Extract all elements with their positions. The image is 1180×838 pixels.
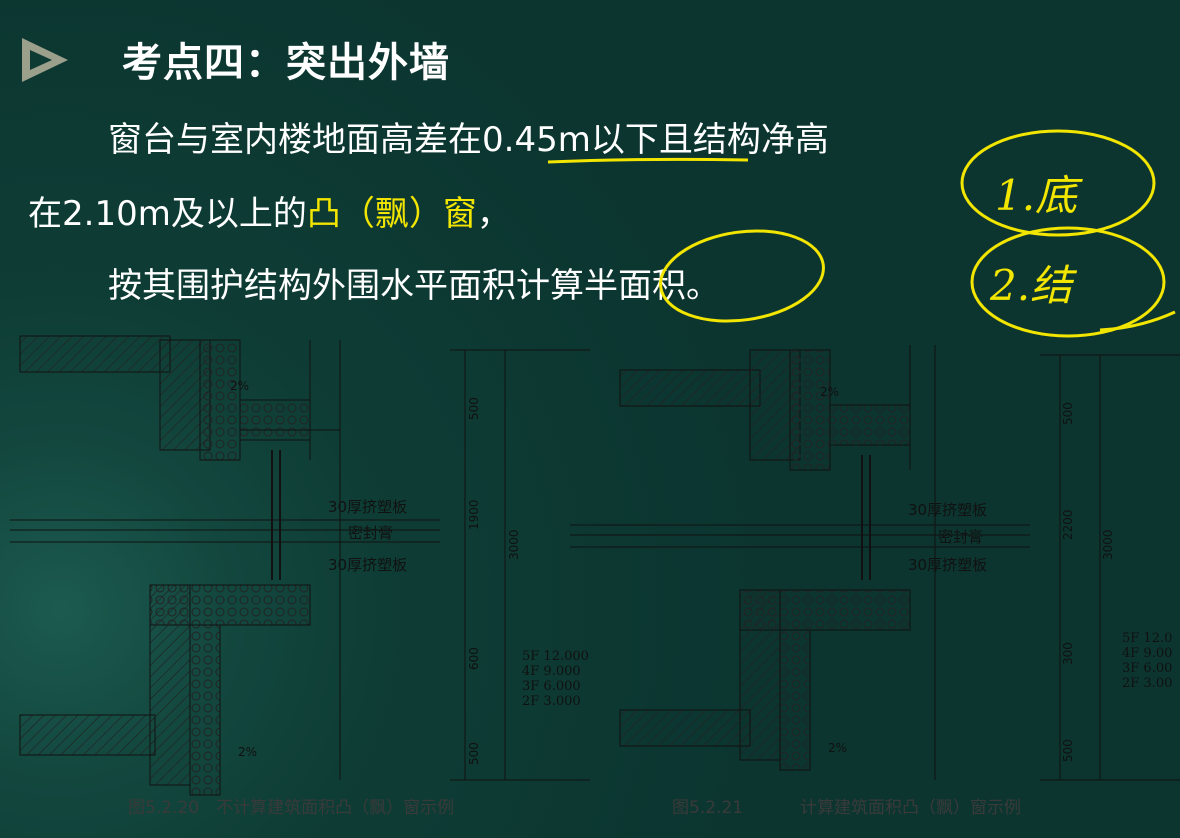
circle-note-2 <box>970 226 1166 338</box>
left-label-board-bottom: 30厚挤塑板 <box>328 556 407 574</box>
circle-note-1 <box>960 129 1156 237</box>
right-dim-3: 300 <box>1061 642 1075 665</box>
text-line-2b: ， <box>476 194 511 234</box>
left-top-foam <box>199 339 241 461</box>
text-line-2: 在2.10m及以上的凸（飘）窗， <box>28 186 511 235</box>
left-elev-3f: 3F 6.000 <box>522 679 581 694</box>
right-dim-4: 500 <box>1061 739 1075 762</box>
drawings-svg: 30厚挤塑板 密封膏 30厚挤塑板 2% 2% 500 1900 3000 60… <box>10 335 1180 796</box>
handwriting-layer: 1.底 2.结 <box>547 129 1176 338</box>
slide-title: 考点四：突出外墙 <box>122 40 450 86</box>
right-top-foam <box>789 349 831 471</box>
right-dim-total: 3000 <box>1101 529 1115 560</box>
text-line-1b: 0.45m以下 <box>482 120 659 160</box>
note-tail <box>1099 310 1176 332</box>
text-line-2a: 在2.10m及以上的 <box>28 194 307 234</box>
right-sill-top <box>829 404 911 446</box>
left-sill-top <box>239 399 311 441</box>
right-elev-5f: 5F 12.0 <box>1122 631 1172 646</box>
left-elev-2f: 2F 3.000 <box>522 694 581 709</box>
right-caption-text: 计算建筑面积凸（飘）窗示例 <box>800 798 1021 818</box>
right-slope-top: 2% <box>820 385 839 399</box>
left-dim-3: 600 <box>467 647 481 670</box>
right-elev-3f: 3F 6.00 <box>1122 661 1172 676</box>
right-label-seal: 密封膏 <box>938 528 983 546</box>
left-label-seal: 密封膏 <box>348 524 393 542</box>
right-bottom-slab <box>619 709 751 747</box>
left-dim-total: 3000 <box>507 529 521 560</box>
right-label-board-top: 30厚挤塑板 <box>908 501 987 519</box>
play-arrow-inner <box>30 50 52 70</box>
note-2: 2.结 <box>989 261 1078 310</box>
left-caption: 图5.2.20 不计算建筑面积凸（飘）窗示例 <box>128 798 455 818</box>
text-line-1: 窗台与室内楼地面高差在0.45m以下且结构净高 <box>108 112 829 161</box>
left-dim-4: 500 <box>467 742 481 765</box>
left-slope-top: 2% <box>230 379 249 393</box>
right-elev-4f: 4F 9.00 <box>1122 646 1172 661</box>
right-dim-2: 2200 <box>1061 509 1075 540</box>
left-bottom-slab <box>19 714 156 756</box>
text-line-1c: 且结构净高 <box>658 120 829 160</box>
left-top-slab <box>19 335 171 373</box>
right-top-slab <box>619 369 761 407</box>
left-elev-4f: 4F 9.000 <box>522 664 581 679</box>
text-line-2-highlight: 凸（飘）窗 <box>306 194 477 234</box>
right-dim-1: 500 <box>1061 402 1075 425</box>
right-label-board-bottom: 30厚挤塑板 <box>908 556 987 574</box>
figure-right: 30厚挤塑板 密封膏 30厚挤塑板 2% 2% 500 2200 3000 30… <box>570 345 1180 781</box>
left-label-board-top: 30厚挤塑板 <box>328 498 407 516</box>
text-line-1a: 窗台与室内楼地面高差在 <box>108 120 482 160</box>
text-line-3: 按其围护结构外围水平面积计算半面积。 <box>108 266 720 306</box>
drawings-area: 30厚挤塑板 密封膏 30厚挤塑板 2% 2% 500 1900 3000 60… <box>10 330 1180 830</box>
left-bottom-wall <box>149 584 191 786</box>
left-dim-1: 500 <box>467 397 481 420</box>
right-slope-bottom: 2% <box>828 741 847 755</box>
right-elev-2f: 2F 3.00 <box>1122 676 1172 691</box>
right-caption-num: 图5.2.21 <box>672 798 744 818</box>
circle-half-area <box>659 229 825 323</box>
note-1: 1.底 <box>995 171 1083 220</box>
underline-0.45m <box>547 157 749 164</box>
left-elev-5f: 5F 12.000 <box>522 649 589 664</box>
figure-left: 30厚挤塑板 密封膏 30厚挤塑板 2% 2% 500 1900 3000 60… <box>10 335 590 796</box>
left-slope-bottom: 2% <box>238 745 257 759</box>
left-dim-2: 1900 <box>467 499 481 530</box>
